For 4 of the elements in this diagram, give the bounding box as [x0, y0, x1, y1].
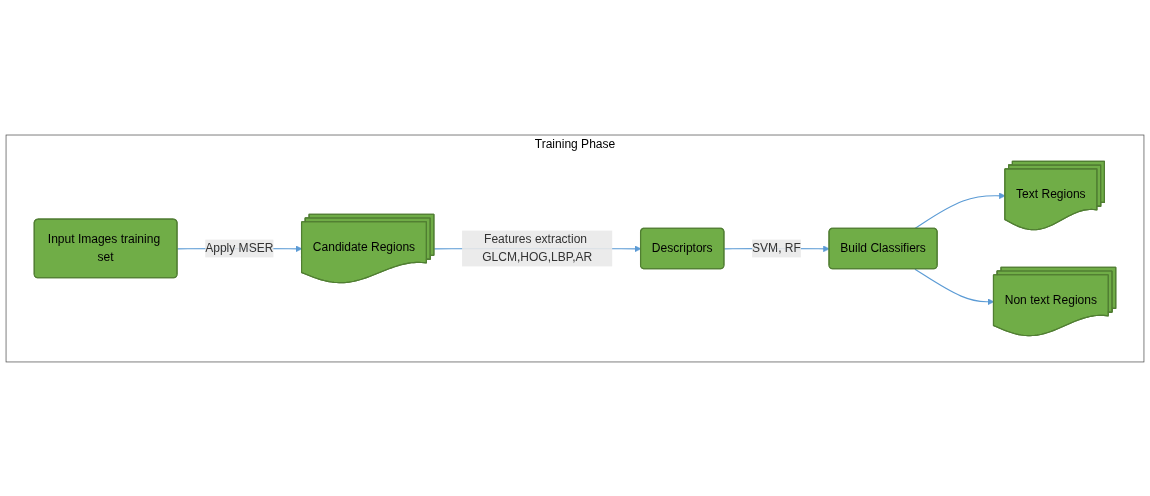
- arrow: [914, 268, 995, 305]
- edge-label: Apply MSER: [205, 241, 274, 255]
- edge-label: SVM, RF: [752, 241, 801, 255]
- edge-label: Features extraction GLCM,HOG,LBP,AR: [482, 232, 593, 264]
